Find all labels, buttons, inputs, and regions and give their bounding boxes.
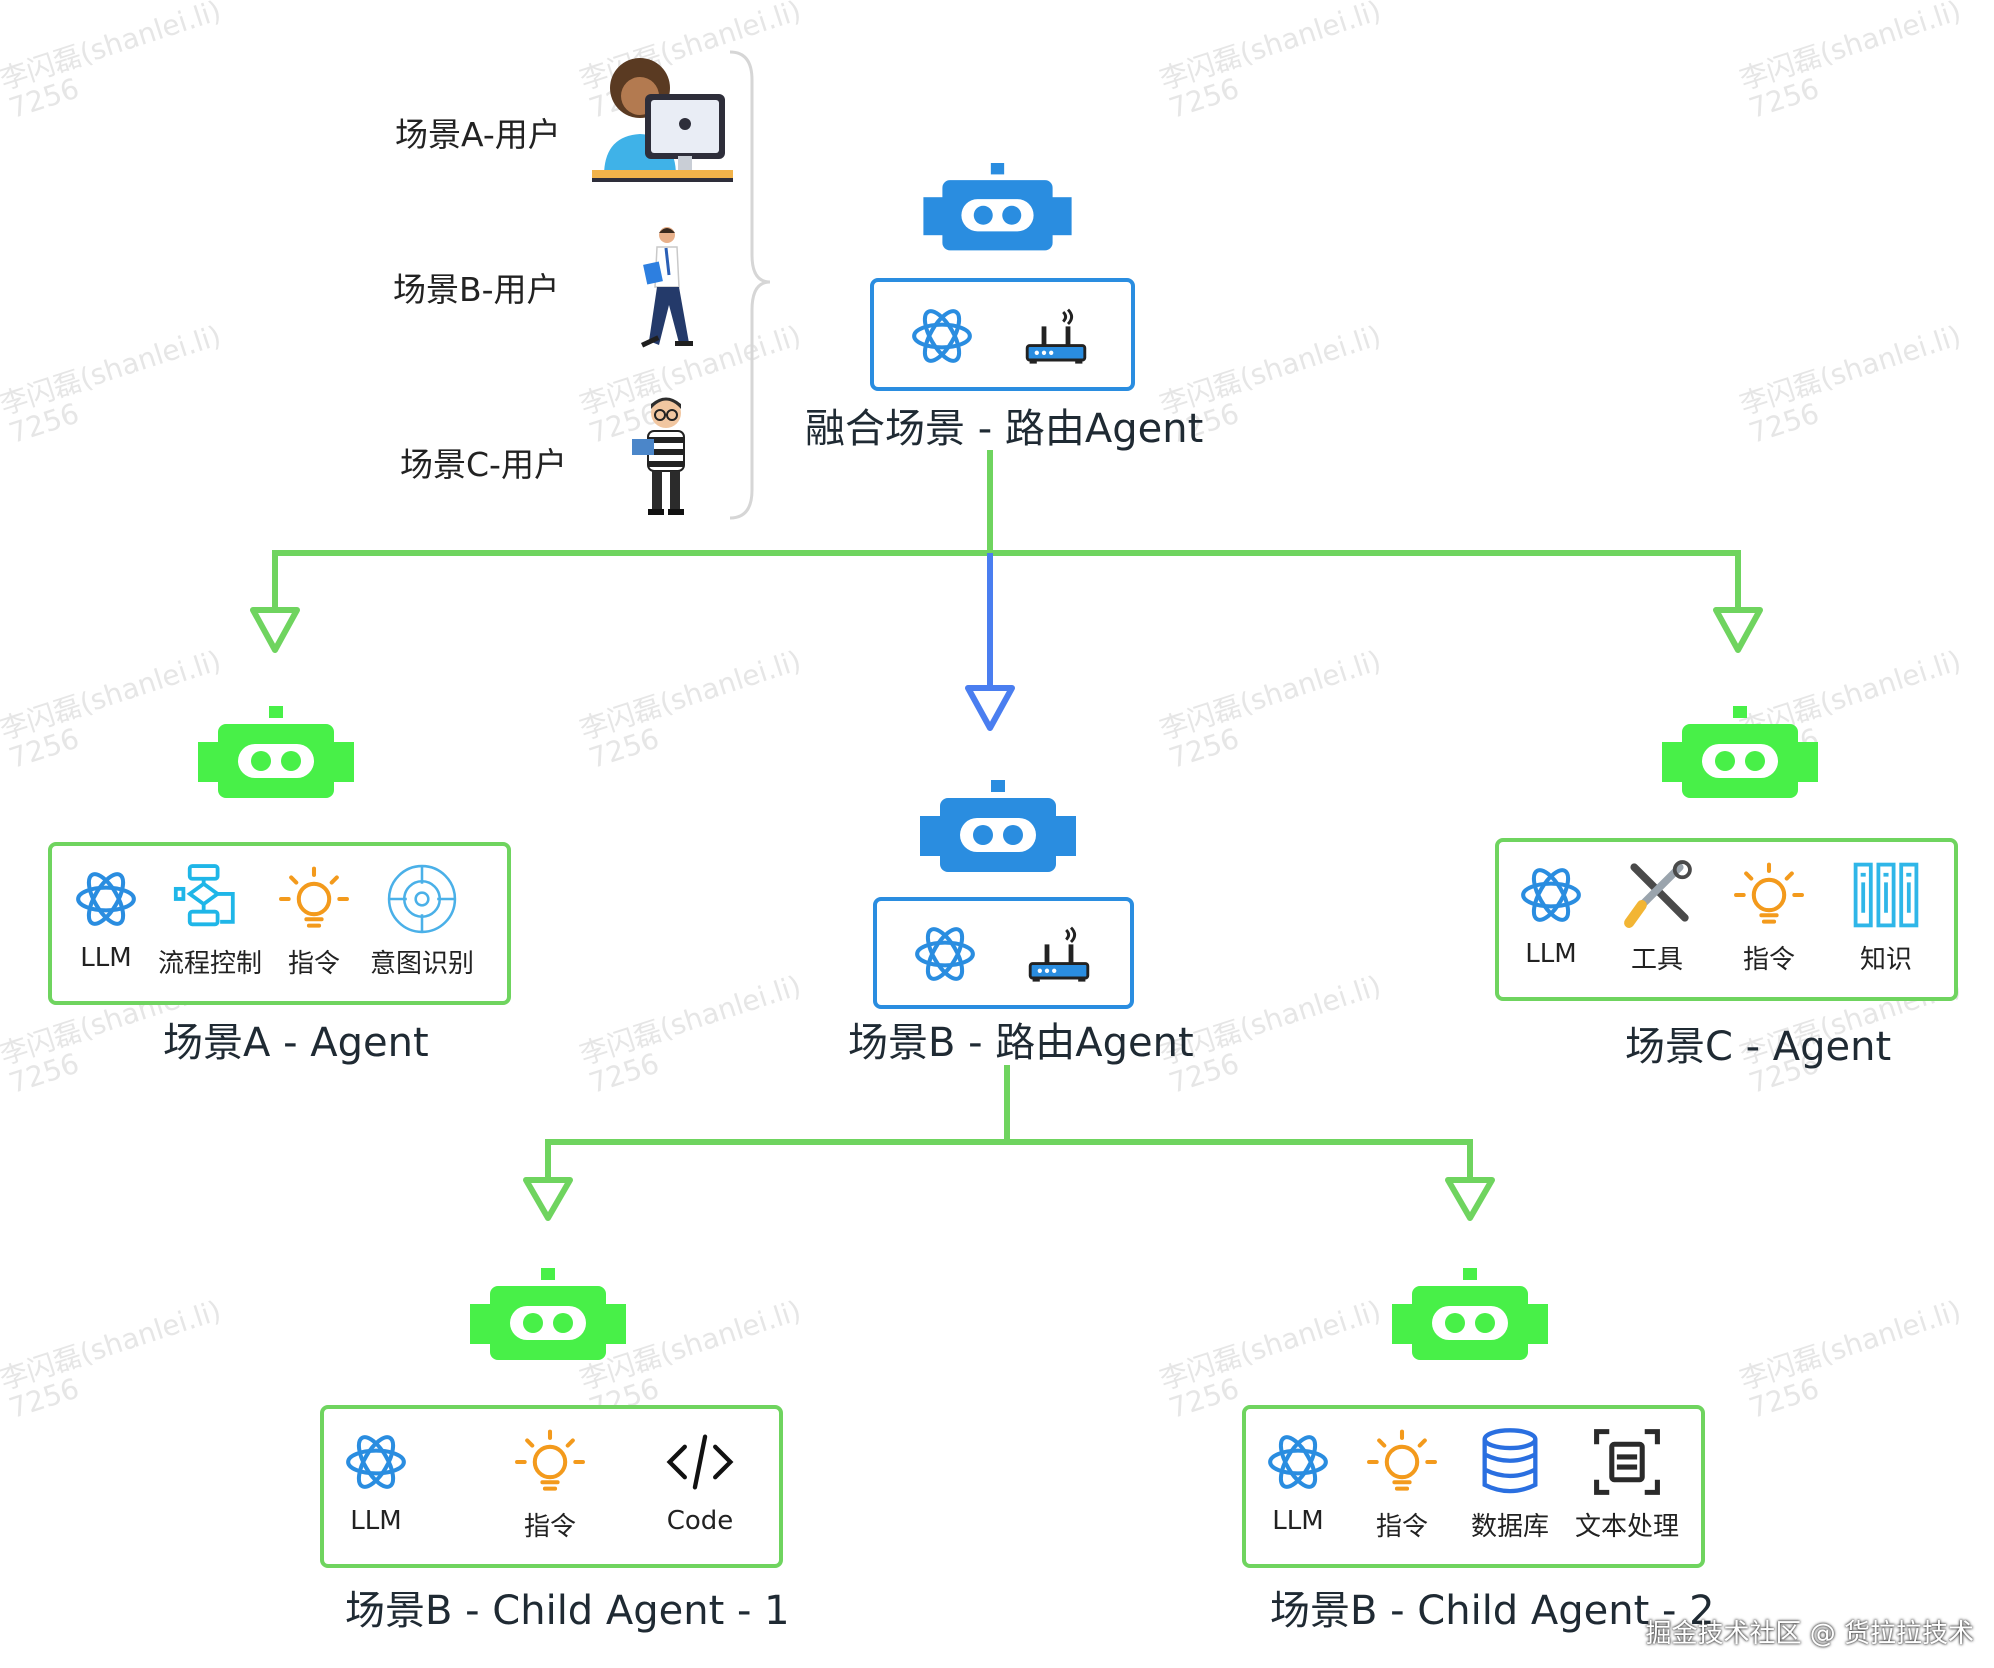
tool-label: 流程控制 xyxy=(157,949,262,979)
agent-b2-toolbox: LLM 指令 数据库 文本处理 xyxy=(1242,1405,1705,1568)
bulb-icon xyxy=(1734,862,1804,924)
code-icon xyxy=(666,1434,734,1490)
tool-knowledge: 知识 xyxy=(1844,857,1928,976)
tool-text-processing: 文本处理 xyxy=(1568,1424,1686,1543)
openai-icon xyxy=(346,1435,406,1489)
user-c-label: 场景C-用户 xyxy=(400,445,567,484)
arrow-head-b2 xyxy=(1445,1177,1495,1221)
tool-label: 指令 xyxy=(287,949,340,979)
tool-label: 文本处理 xyxy=(1574,1512,1679,1542)
tool-label: 指令 xyxy=(1375,1512,1428,1542)
agent-a-toolbox: LLM 流程控制 指令 意图识别 xyxy=(48,842,511,1005)
tool-instruction: 指令 xyxy=(1360,1424,1444,1543)
tool-llm: LLM xyxy=(64,861,148,973)
fusion-agent-title: 融合场景 - 路由Agent xyxy=(805,406,1204,452)
agent-b-toolbox xyxy=(873,897,1134,1009)
arrow-head-a xyxy=(250,607,300,653)
scan-text-icon xyxy=(1594,1429,1660,1495)
database-icon xyxy=(1482,1428,1538,1494)
flowchart-icon xyxy=(173,864,235,927)
tool-tools: 工具 xyxy=(1615,857,1699,976)
user-c-icon xyxy=(632,397,685,515)
agent-c-toolbox: LLM 工具 指令 知识 xyxy=(1495,838,1958,1001)
tool-database: 数据库 xyxy=(1468,1424,1552,1543)
agent-b-title: 场景B - 路由Agent xyxy=(848,1020,1194,1066)
fusion-toolbox xyxy=(870,278,1135,391)
tool-label: LLM xyxy=(80,943,132,973)
robot-head-b xyxy=(920,780,1076,872)
openai-icon xyxy=(915,927,975,981)
tool-label: 知识 xyxy=(1859,945,1912,975)
footer-credit: 掘金技术社区 @ 货拉拉技术 xyxy=(1645,1619,1974,1649)
wrench-screwdriver-icon xyxy=(1624,860,1692,928)
robot-head-b1 xyxy=(470,1268,626,1360)
robot-head-a xyxy=(198,706,354,798)
tool-label: LLM xyxy=(1272,1506,1324,1536)
books-icon xyxy=(1853,862,1919,928)
arrow-head-b xyxy=(965,685,1015,731)
robot-head-c xyxy=(1662,706,1818,798)
tool-label: LLM xyxy=(350,1506,402,1536)
tool-llm: LLM xyxy=(334,1424,418,1536)
bulb-icon xyxy=(515,1429,585,1491)
user-a-icon xyxy=(592,58,733,182)
edge-fusion-to-a-b-c xyxy=(272,450,1741,610)
openai-icon xyxy=(912,309,972,363)
bulb-icon xyxy=(279,866,349,928)
robot-head-b2 xyxy=(1392,1268,1548,1360)
router-icon xyxy=(1025,308,1087,364)
tool-label: 数据库 xyxy=(1470,1512,1549,1542)
bulb-icon xyxy=(1367,1429,1437,1491)
tool-label: LLM xyxy=(1525,939,1577,969)
tool-instruction: 指令 xyxy=(508,1424,592,1543)
arrow-head-b1 xyxy=(523,1177,573,1221)
agent-b1-title: 场景B - Child Agent - 1 xyxy=(345,1588,790,1634)
robot-head-fusion xyxy=(923,163,1072,251)
agent-b1-toolbox: LLM 指令 Code xyxy=(320,1405,783,1568)
tool-instruction: 指令 xyxy=(1727,857,1811,976)
arrow-head-c xyxy=(1713,607,1763,653)
tool-label: 指令 xyxy=(523,1512,576,1542)
openai-icon xyxy=(1521,868,1581,922)
tool-instruction: 指令 xyxy=(272,861,356,980)
tool-llm: LLM xyxy=(1256,1424,1340,1536)
tool-llm: LLM xyxy=(1509,857,1593,969)
user-b-label: 场景B-用户 xyxy=(393,270,560,309)
user-a-label: 场景A-用户 xyxy=(395,115,561,154)
tool-label: 指令 xyxy=(1742,945,1795,975)
openai-icon xyxy=(76,872,136,926)
openai-icon xyxy=(1268,1435,1328,1489)
tool-intent-recognition: 意图识别 xyxy=(364,861,480,980)
tool-label: 意图识别 xyxy=(369,949,474,979)
users-brace xyxy=(729,50,771,520)
agent-c-title: 场景C - Agent xyxy=(1625,1024,1892,1070)
user-b-icon xyxy=(640,227,693,348)
tool-label: 工具 xyxy=(1630,945,1683,975)
tool-code: Code xyxy=(658,1424,742,1536)
router-icon xyxy=(1028,926,1090,982)
edge-b-to-children xyxy=(545,1065,1473,1180)
tool-label: Code xyxy=(666,1506,734,1536)
agent-a-title: 场景A - Agent xyxy=(163,1020,429,1066)
target-icon xyxy=(387,864,457,934)
tool-flow-control: 流程控制 xyxy=(150,861,270,980)
agent-b2-title: 场景B - Child Agent - 2 xyxy=(1270,1588,1715,1634)
